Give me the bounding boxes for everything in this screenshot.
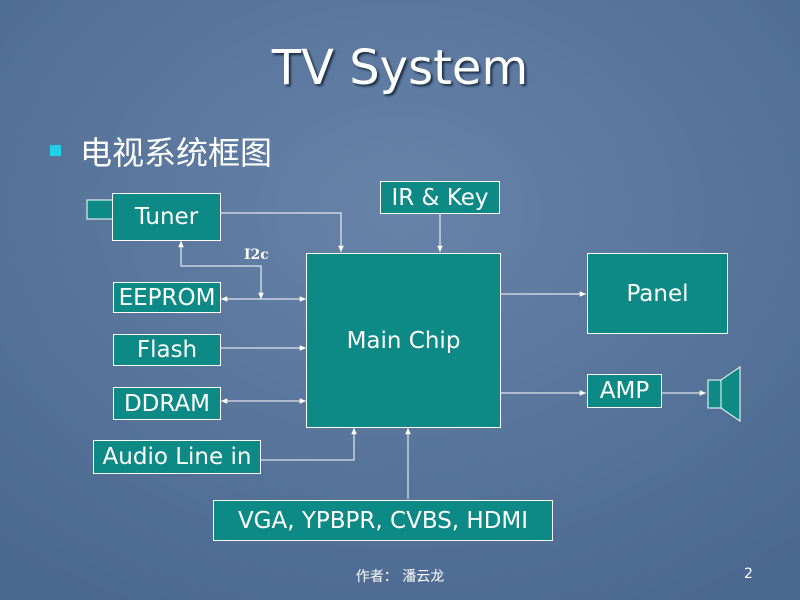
bullet-marker-icon bbox=[50, 145, 61, 156]
ddram-block: DDRAM bbox=[113, 387, 221, 420]
connector-tuner-main bbox=[220, 212, 344, 252]
slide-title: TV System bbox=[271, 40, 529, 96]
page-number: 2 bbox=[744, 566, 753, 582]
flash-block: Flash bbox=[113, 334, 221, 366]
antenna-connector-icon bbox=[86, 199, 114, 220]
i2c-bus-label: I2c bbox=[244, 247, 269, 263]
main-chip-block: Main Chip bbox=[306, 253, 501, 428]
bullet-text: 电视系统框图 bbox=[80, 134, 273, 172]
speaker-icon bbox=[707, 366, 741, 422]
audio-line-in-block: Audio Line in bbox=[93, 440, 261, 474]
connector-i2c-bus bbox=[178, 241, 264, 299]
ir-key-block: IR & Key bbox=[380, 181, 500, 214]
eeprom-block: EEPROM bbox=[113, 282, 221, 313]
tuner-block: Tuner bbox=[112, 193, 221, 241]
panel-block: Panel bbox=[587, 253, 728, 334]
video-inputs-block: VGA, YPBPR, CVBS, HDMI bbox=[213, 500, 553, 541]
amp-block: AMP bbox=[587, 374, 662, 408]
footer-author: 作者： 潘云龙 bbox=[355, 569, 445, 585]
connector-audio-main bbox=[261, 428, 357, 461]
